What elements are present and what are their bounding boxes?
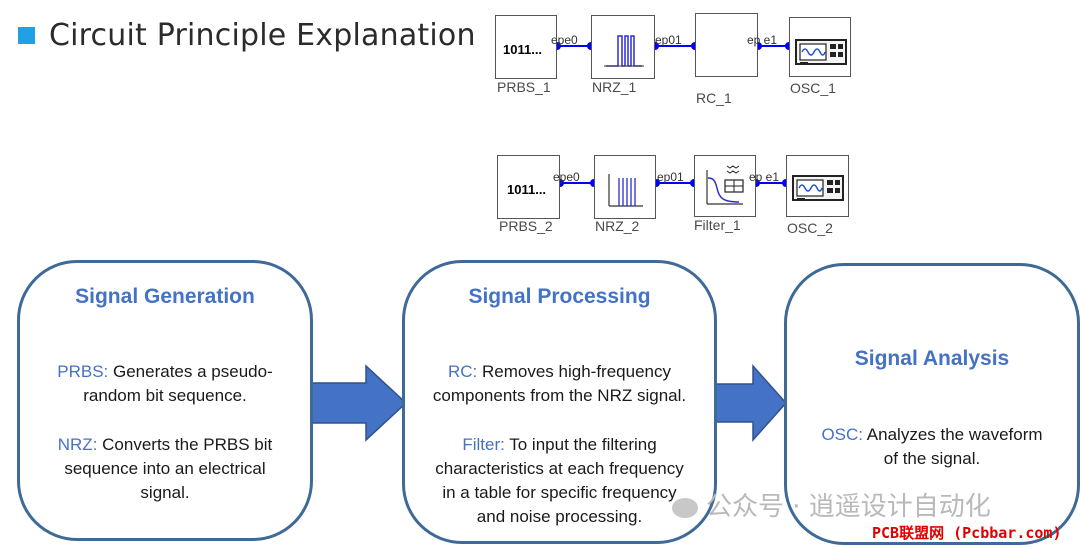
prbs-1-block[interactable]: 1011... xyxy=(495,15,557,79)
nrz-1-block[interactable] xyxy=(591,15,655,79)
prbs-1-label: PRBS_1 xyxy=(497,79,551,95)
card-title: Signal Processing xyxy=(468,285,651,308)
card-title: Signal Generation xyxy=(75,285,255,308)
text-line: in a table for specific frequency xyxy=(442,483,677,502)
filter-icon xyxy=(706,165,744,205)
nrz-2-label: NRZ_2 xyxy=(595,218,640,234)
text-line: Analyzes the waveform xyxy=(863,425,1043,444)
wechat-icon xyxy=(672,497,698,518)
signal-processing-card: Signal Processing RC: Removes high-frequ… xyxy=(402,260,717,544)
signal-generation-card: Signal Generation PRBS: Generates a pseu… xyxy=(17,260,313,541)
port-label: ep01 xyxy=(655,33,682,47)
keyword: Filter: xyxy=(462,435,505,454)
text-line: signal. xyxy=(140,483,190,502)
text-line: random bit sequence. xyxy=(83,386,247,405)
port-label: ep e1 xyxy=(749,170,780,184)
prbs-2-block[interactable]: 1011... xyxy=(497,155,560,219)
pulse-train-icon xyxy=(608,174,643,207)
card-paragraph: OSC: Analyzes the waveform of the signal… xyxy=(787,423,1077,471)
text-line: Converts the PRBS bit xyxy=(97,435,273,454)
nrz-1-label: NRZ_1 xyxy=(592,79,637,95)
prbs-2-label: PRBS_2 xyxy=(499,218,553,234)
arrow-right-icon xyxy=(310,364,408,442)
card-paragraph: Filter: To input the filtering character… xyxy=(405,433,714,529)
card-paragraph: RC: Removes high-frequency components fr… xyxy=(405,360,714,408)
port-label: ep e1 xyxy=(747,33,778,47)
port-label: epe0 xyxy=(553,170,580,184)
filter-1-block[interactable] xyxy=(694,155,756,217)
text-line: of the signal. xyxy=(883,449,981,468)
prbs-2-text: 1011... xyxy=(507,182,547,197)
text-line: sequence into an electrical xyxy=(64,459,266,478)
watermark-text: 公众号 · 逍遥设计自动化 xyxy=(706,492,991,522)
oscilloscope-icon xyxy=(792,175,844,201)
oscilloscope-icon xyxy=(795,39,847,65)
page-title: Circuit Principle Explanation xyxy=(49,18,476,53)
signal-analysis-card: Signal Analysis OSC: Analyzes the wavefo… xyxy=(784,263,1080,545)
text-line: Removes high-frequency xyxy=(477,362,671,381)
port-label: epe0 xyxy=(551,33,578,47)
keyword: RC: xyxy=(448,362,478,381)
footer-badge: PCB联盟网 (Pcbbar.com) xyxy=(872,524,1062,542)
prbs-1-text: 1011... xyxy=(503,42,543,57)
osc-1-block[interactable] xyxy=(789,17,851,77)
card-paragraph: PRBS: Generates a pseudo- random bit seq… xyxy=(20,360,310,408)
port-label: ep01 xyxy=(657,170,684,184)
text-line: characteristics at each frequency xyxy=(435,459,684,478)
filter-1-label: Filter_1 xyxy=(694,217,741,233)
rc-1-label: RC_1 xyxy=(696,90,732,106)
osc-2-label: OSC_2 xyxy=(787,220,833,236)
nrz-2-block[interactable] xyxy=(594,155,656,219)
text-line: To input the filtering xyxy=(504,435,657,454)
keyword: PRBS: xyxy=(57,362,109,381)
watermark: 公众号 · 逍遥设计自动化 xyxy=(672,486,991,523)
arrow-right-icon xyxy=(715,364,788,442)
title-bar: Circuit Principle Explanation xyxy=(18,18,476,53)
text-line: components from the NRZ signal. xyxy=(432,386,687,405)
text-line: and noise processing. xyxy=(476,507,643,526)
osc-1-label: OSC_1 xyxy=(790,80,836,96)
card-title: Signal Analysis xyxy=(854,347,1010,370)
text-line: Generates a pseudo- xyxy=(108,362,273,381)
rc-1-block[interactable] xyxy=(695,13,758,77)
pulse-train-icon xyxy=(604,35,644,67)
card-paragraph: NRZ: Converts the PRBS bit sequence into… xyxy=(20,433,310,505)
keyword: NRZ: xyxy=(57,435,98,454)
title-bullet-icon xyxy=(18,27,35,44)
keyword: OSC: xyxy=(821,425,864,444)
osc-2-block[interactable] xyxy=(786,155,849,217)
